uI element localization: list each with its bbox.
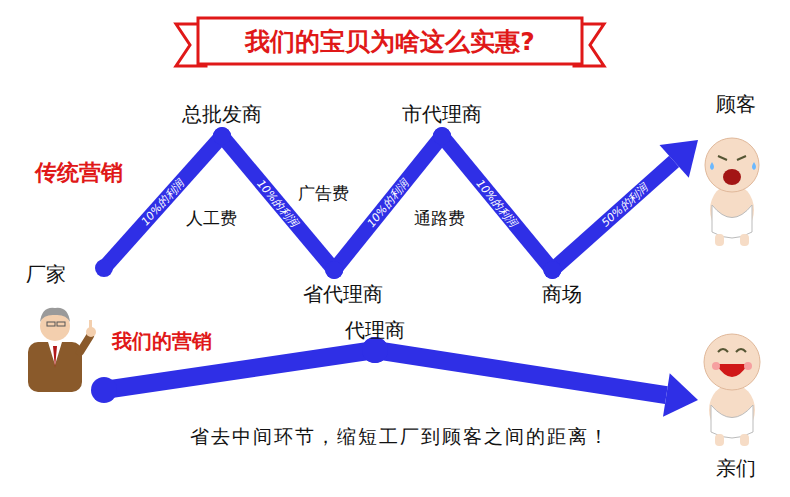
node-label-box: 厂家 (18, 260, 104, 394)
connector-line (552, 161, 674, 270)
flow-connector (442, 136, 552, 270)
flow-connector (375, 350, 698, 417)
connector-line (334, 136, 442, 270)
caption-text: 省去中间环节，缩短工厂到顾客之间的距离！ (190, 424, 610, 450)
node-label-box: 省代理商 (299, 270, 387, 306)
connector-line (442, 136, 552, 270)
flow-connector (104, 350, 375, 390)
node-label-box: 代理商 (341, 318, 409, 350)
connector-line (104, 136, 222, 268)
junction-dot (325, 261, 343, 279)
edge-label: 10%的利润 (475, 177, 520, 228)
edge-label: 10%的利润 (366, 177, 411, 229)
node-text: 亲们 (716, 456, 756, 480)
connector-line (375, 350, 666, 395)
annotation-label: 广告费 (298, 182, 349, 205)
manufacturer-figure (28, 308, 96, 392)
annotation-label: 通路费 (414, 207, 465, 230)
junction-dot (213, 127, 231, 145)
node-label-box: 顾客 (698, 92, 768, 252)
junction-dot (213, 127, 231, 145)
title-text: 我们的宝贝为啥这么实惠? (245, 25, 535, 58)
connector-line (104, 350, 375, 390)
flow-connector (104, 136, 222, 268)
junction-dot (91, 377, 117, 403)
node-text: 代理商 (345, 318, 405, 342)
annotation-label: 我们的营销 (112, 328, 212, 355)
edge-label: 10%的利润 (140, 177, 186, 227)
node-label-box: 亲们 (698, 318, 768, 482)
junction-dot (433, 127, 451, 145)
node-text: 厂家 (26, 262, 66, 286)
junction-dot (433, 127, 451, 145)
annotation-label: 传统营销 (35, 158, 123, 188)
edge-label: 10%的利润 (255, 177, 300, 228)
flow-connector (334, 136, 442, 270)
junction-dot (543, 261, 561, 279)
laughing-baby (704, 334, 760, 446)
node-label-box: 市代理商 (398, 102, 486, 136)
arrow-head (663, 373, 698, 416)
annotation-label: 人工费 (186, 207, 237, 230)
flow-connector (552, 140, 698, 270)
arrow-head (659, 140, 698, 178)
node-text: 市代理商 (402, 102, 482, 126)
edge-label: 50%的利润 (600, 182, 650, 228)
node-text: 省代理商 (303, 282, 383, 306)
junction-dot (325, 261, 343, 279)
ribbon-band (198, 18, 582, 64)
node-text: 总批发商 (182, 102, 262, 126)
node-label-box: 总批发商 (178, 102, 266, 136)
crying-baby (705, 138, 759, 246)
junction-dot (543, 261, 561, 279)
node-text: 商场 (542, 282, 582, 306)
node-text: 顾客 (716, 92, 756, 116)
junction-dot (95, 259, 113, 277)
node-label-box: 商场 (538, 270, 586, 306)
